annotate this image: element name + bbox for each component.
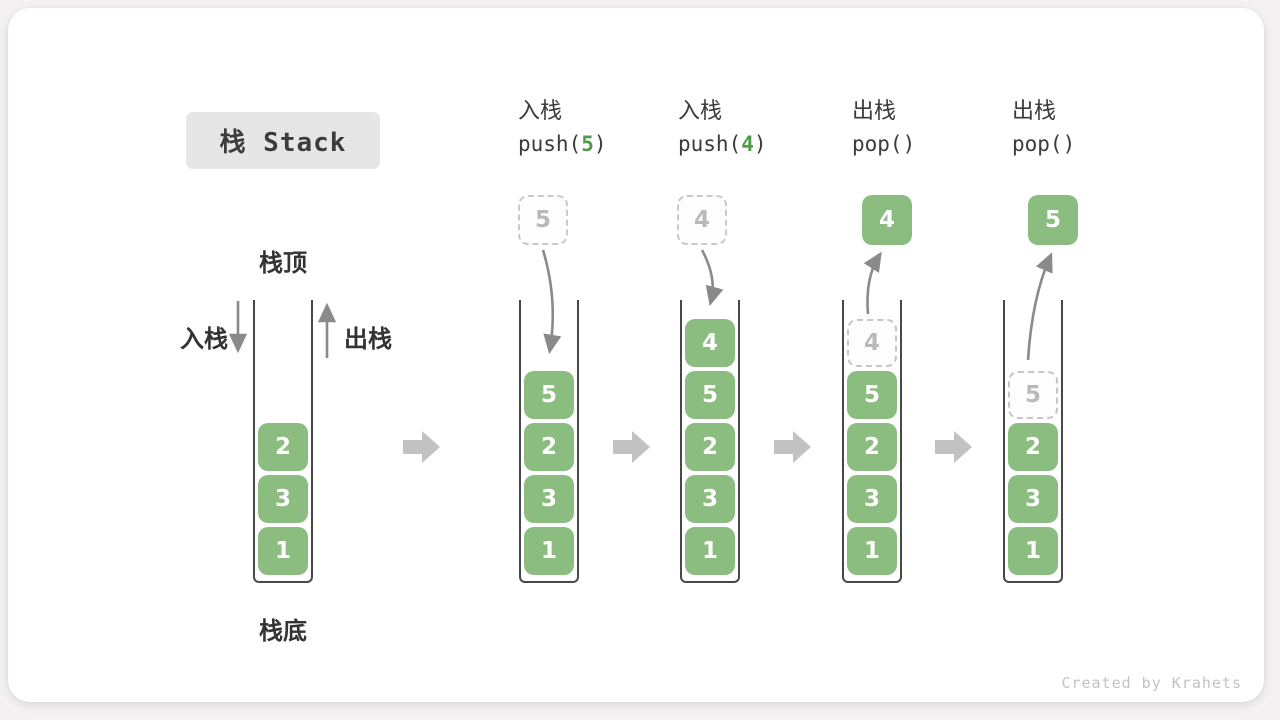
stack-item-ghost: 4 [847, 319, 897, 367]
stack-item: 1 [524, 527, 574, 575]
op-arg: 4 [741, 132, 754, 156]
op-name: 入栈 [678, 98, 723, 123]
diagram-title: 栈 Stack [186, 112, 380, 169]
op-header-push-4: 入栈 push(4) [678, 96, 828, 162]
op-arg: 5 [581, 132, 594, 156]
pop-side-label: 出栈 [344, 326, 392, 353]
stack-item: 5 [524, 371, 574, 419]
stack-item: 3 [847, 475, 897, 523]
stack-item: 2 [258, 423, 308, 471]
op-name: 入栈 [518, 98, 563, 123]
floating-value-box: 5 [518, 195, 568, 245]
push-side-label: 入栈 [180, 326, 228, 353]
op-header-push-5: 入栈 push(5) [518, 96, 668, 162]
stack-item: 3 [685, 475, 735, 523]
floating-value-box: 4 [677, 195, 727, 245]
stack-item: 5 [847, 371, 897, 419]
op-code: push(4) [678, 132, 767, 156]
op-header-pop-5: 出栈 pop() [1012, 96, 1162, 162]
stack-item: 2 [847, 423, 897, 471]
op-code: push(5) [518, 132, 607, 156]
stack-item: 1 [1008, 527, 1058, 575]
stack-item: 4 [685, 319, 735, 367]
stack-top-label: 栈顶 [259, 250, 307, 277]
stack-item: 2 [524, 423, 574, 471]
stack-item: 3 [258, 475, 308, 523]
op-header-pop-4: 出栈 pop() [852, 96, 1002, 162]
stack-item: 1 [258, 527, 308, 575]
stack-item: 1 [847, 527, 897, 575]
op-name: 出栈 [1012, 98, 1057, 123]
op-code: pop() [852, 132, 916, 156]
stack-item-ghost: 5 [1008, 371, 1058, 419]
stack-bottom-label: 栈底 [259, 618, 307, 645]
stack-item: 3 [1008, 475, 1058, 523]
stack-item: 2 [685, 423, 735, 471]
stack-item: 3 [524, 475, 574, 523]
floating-value-box: 4 [862, 195, 912, 245]
stack-item: 2 [1008, 423, 1058, 471]
stack-item: 1 [685, 527, 735, 575]
op-code: pop() [1012, 132, 1076, 156]
credit-text: Created by Krahets [1061, 674, 1242, 692]
stack-item: 5 [685, 371, 735, 419]
op-name: 出栈 [852, 98, 897, 123]
floating-value-box: 5 [1028, 195, 1078, 245]
